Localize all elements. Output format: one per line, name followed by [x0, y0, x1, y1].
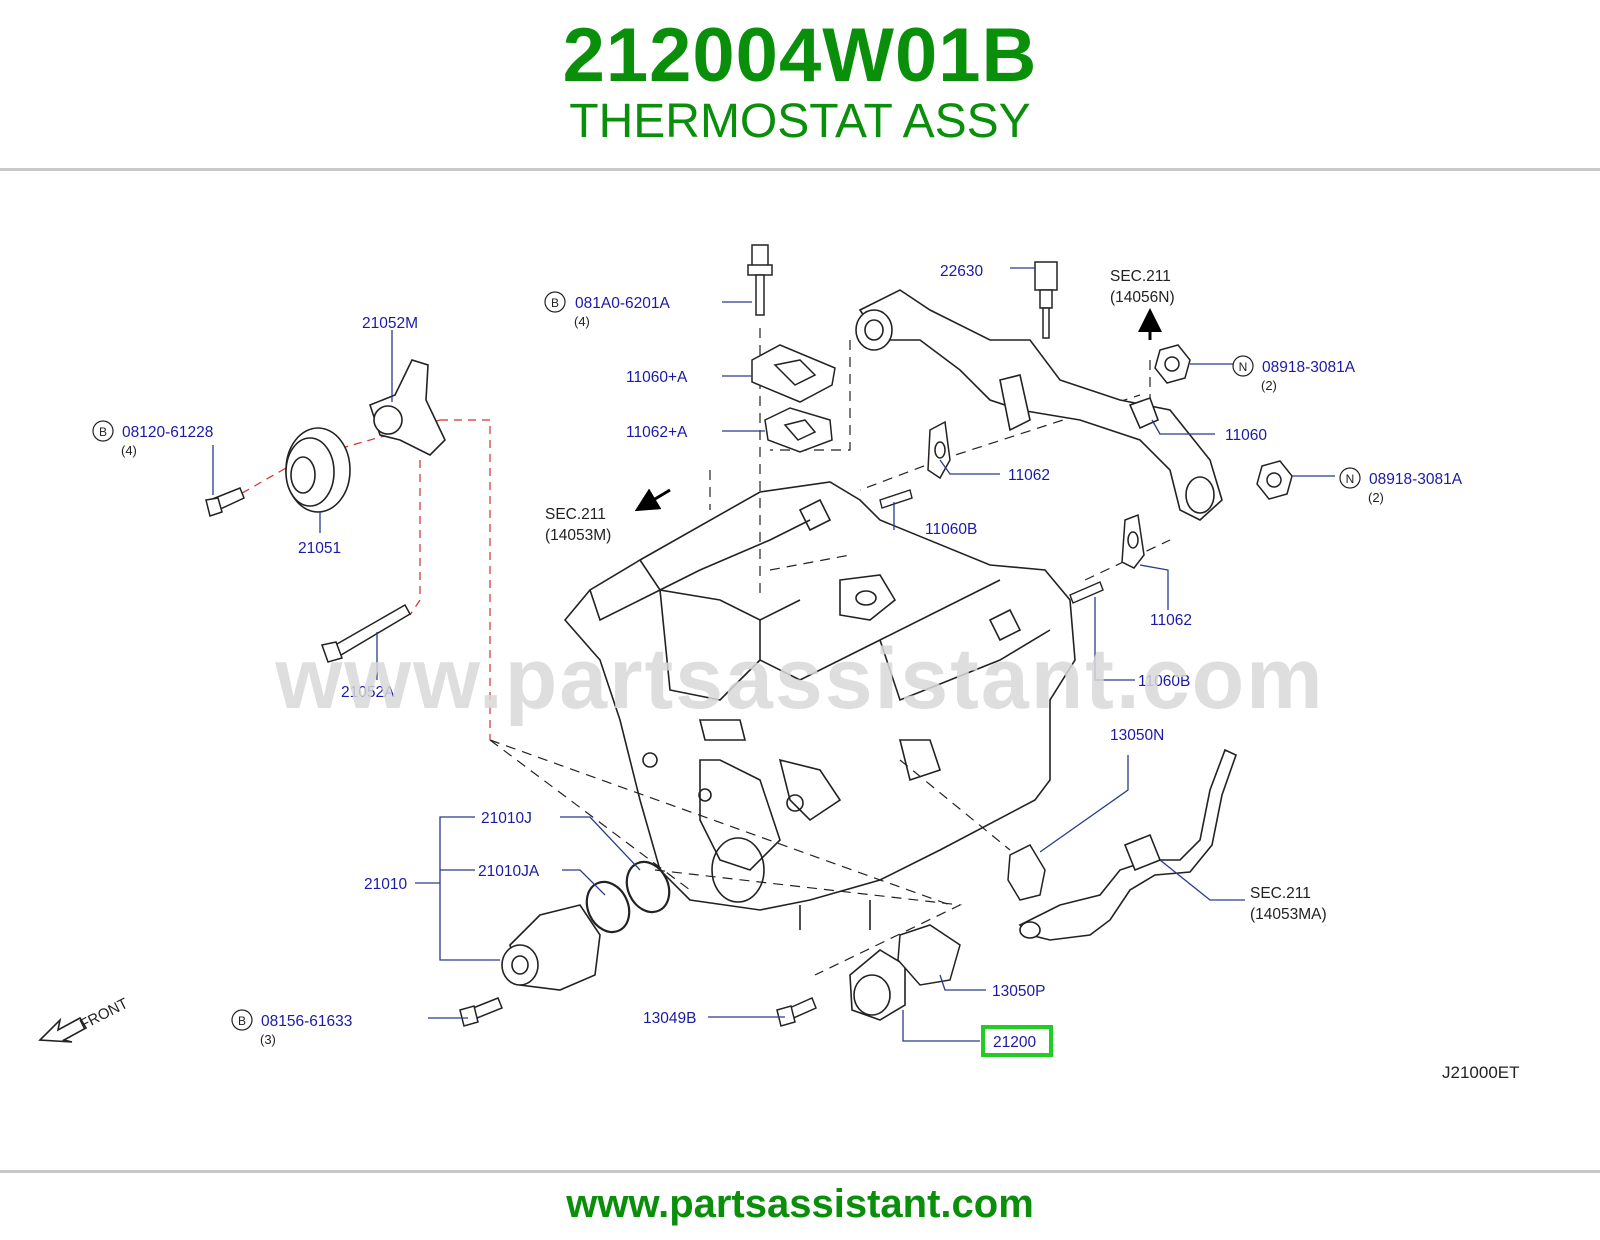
front-label: FRONT — [77, 995, 131, 1034]
callout-08918-3081a-upper: 08918-3081A — [1262, 359, 1356, 376]
engine-block — [563, 481, 1076, 930]
b-marker-icon — [544, 291, 566, 313]
b-marker-icon — [92, 420, 114, 442]
callout-21052a: 21052A — [341, 684, 395, 701]
gaskets-11062 — [927, 420, 1145, 569]
nuts-08918 — [1154, 344, 1293, 500]
plate-11060a — [751, 344, 836, 403]
callout-11062a: 11062+A — [626, 424, 688, 441]
callout-08918-3081a-lower: 08918-3081A — [1369, 471, 1463, 488]
bolt-081a0 — [747, 244, 773, 316]
b-marker-08120: B — [99, 425, 107, 439]
footer-divider — [0, 1170, 1600, 1173]
callout-21010j: 21010J — [481, 810, 532, 827]
n-marker-2: N — [1346, 472, 1355, 486]
callout-08918-qty-lower: (2) — [1368, 490, 1384, 505]
callout-sec211-14053m: SEC.211 — [545, 506, 606, 523]
callout-21010ja: 21010JA — [478, 863, 540, 880]
callout-sec211-14053ma: SEC.211 — [1250, 885, 1311, 902]
callout-08120-qty: (4) — [121, 443, 137, 458]
bolt-21052a — [321, 603, 412, 663]
callout-13049b: 13049B — [643, 1010, 696, 1027]
footer-url-link[interactable]: www.partsassistant.com — [566, 1182, 1034, 1226]
dashed-leader-lines — [489, 328, 1171, 976]
header: 212004W01B THERMOSTAT ASSY — [0, 0, 1600, 168]
gasket-13050n — [1007, 844, 1046, 901]
pulley-21051 — [285, 427, 351, 513]
callout-sec211-14056n: SEC.211 — [1110, 268, 1171, 285]
highlight-box — [981, 1025, 1053, 1057]
bolt-08156 — [459, 997, 503, 1027]
diagram-code: J21000ET — [1442, 1063, 1520, 1082]
callout-21052m: 21052M — [362, 315, 418, 332]
callout-13050p: 13050P — [992, 983, 1045, 1000]
studs-11060b — [879, 489, 1104, 604]
front-arrow-icon — [38, 1016, 88, 1043]
sensor-22630 — [1034, 261, 1058, 339]
exploded-parts-diagram: 22630 SEC.211 (14056N) B 081A0-6201A (4)… — [38, 244, 1520, 1082]
water-hose-pipe — [1018, 748, 1237, 941]
red-dashed-leaders — [229, 419, 491, 740]
callout-11062-upper: 11062 — [1008, 467, 1050, 484]
o-rings-21010j — [585, 860, 671, 934]
callout-13050n: 13050N — [1110, 727, 1164, 744]
arrow-icons — [634, 308, 1162, 512]
b-marker-081a0: B — [551, 296, 559, 310]
callout-21200-highlighted[interactable]: 21200 — [993, 1034, 1036, 1051]
callout-08918-qty-upper: (2) — [1261, 378, 1277, 393]
n-marker-icon — [1339, 467, 1361, 489]
callout-11062-lower: 11062 — [1150, 612, 1192, 629]
callout-08156-qty: (3) — [260, 1032, 276, 1047]
header-divider — [0, 168, 1600, 171]
b-marker-icon — [231, 1009, 253, 1031]
callout-11060a: 11060+A — [626, 369, 688, 386]
callout-11060b-lower: 11060B — [1138, 673, 1190, 690]
bolt-08120 — [205, 487, 245, 517]
callout-081a0-6201a: 081A0-6201A — [575, 295, 670, 312]
gasket-13050p — [897, 924, 961, 986]
callout-11060: 11060 — [1225, 427, 1267, 444]
callout-sec211-14053ma-ref: (14053MA) — [1250, 906, 1327, 923]
water-pump-21010 — [501, 904, 601, 991]
callout-22630: 22630 — [940, 263, 983, 280]
n-marker-icon — [1232, 355, 1254, 377]
part-name-subtitle: THERMOSTAT ASSY — [569, 95, 1031, 148]
callout-leaders — [212, 267, 1335, 1042]
callout-sec211-14053m-ref: (14053M) — [545, 527, 611, 544]
bracket-21052m — [369, 359, 446, 456]
callout-sec211-14056n-ref: (14056N) — [1110, 289, 1175, 306]
callout-08120-61228: 08120-61228 — [122, 424, 213, 441]
n-marker-1: N — [1239, 360, 1248, 374]
callout-08156-61633: 08156-61633 — [261, 1013, 352, 1030]
bolt-13049b — [776, 996, 817, 1027]
callout-21051: 21051 — [298, 540, 341, 557]
callout-11060b-upper: 11060B — [925, 521, 977, 538]
b-marker-08156: B — [238, 1014, 246, 1028]
callout-21010: 21010 — [364, 876, 407, 893]
part-number-title: 212004W01B — [562, 13, 1038, 98]
callout-081a0-qty: (4) — [574, 314, 590, 329]
left-arrow-icon — [634, 488, 671, 512]
thermostat-21200 — [849, 949, 906, 1021]
water-pipe-11060 — [855, 289, 1223, 521]
gasket-11062a — [764, 407, 833, 453]
